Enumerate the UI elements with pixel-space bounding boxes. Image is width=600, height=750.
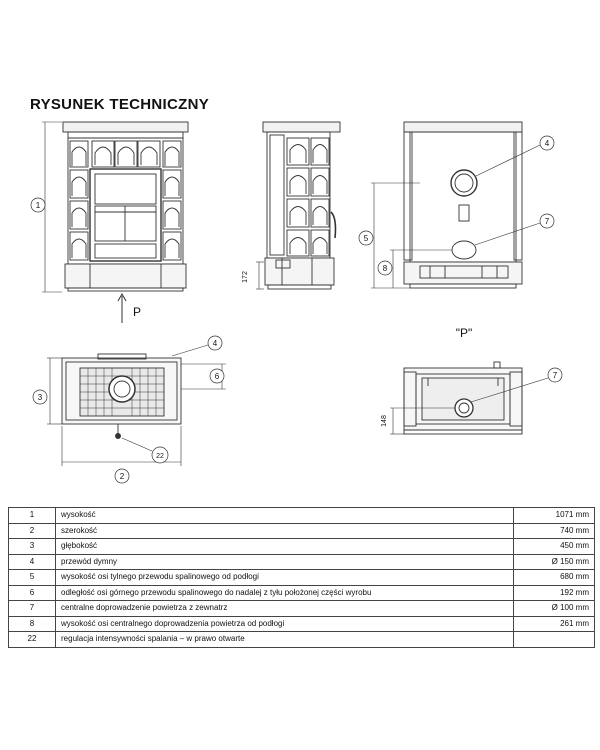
callout-2: 2 [114, 468, 130, 484]
table-row: 8 wysokość osi centralnego doprowadzenia… [8, 615, 595, 632]
svg-text:4: 4 [545, 139, 550, 148]
svg-text:6: 6 [215, 372, 220, 381]
row-description: przewód dymny [55, 553, 514, 570]
callout-4-rear: 4 [539, 135, 555, 151]
table-row: 6 odległość osi górnego przewodu spalino… [8, 584, 595, 601]
row-description: wysokość osi tylnego przewodu spalinoweg… [55, 569, 514, 586]
table-row: 1 wysokość 1071 mm [8, 507, 595, 524]
row-value: 450 mm [513, 538, 595, 555]
side-view [256, 121, 341, 290]
table-row: 7 centralne doprowadzenie powietrza z ze… [8, 600, 595, 617]
svg-text:8: 8 [383, 264, 388, 273]
row-value: 192 mm [513, 584, 595, 601]
callout-8: 8 [377, 260, 393, 276]
row-description: odległość osi górnego przewodu spalinowe… [55, 584, 514, 601]
svg-text:22: 22 [156, 453, 164, 460]
technical-drawing: 1 4 7 5 8 172 P "P" 4 6 3 [30, 121, 563, 484]
row-number: 5 [8, 569, 56, 586]
row-number: 2 [8, 522, 56, 539]
svg-text:7: 7 [553, 371, 558, 380]
row-description: wysokość [55, 507, 514, 524]
row-number: 6 [8, 584, 56, 601]
view-p-label: "P" [456, 326, 473, 340]
rear-view [371, 121, 541, 289]
callout-1: 1 [30, 197, 46, 213]
arrow-p-label: P [133, 305, 141, 319]
callout-6: 6 [209, 368, 225, 384]
front-view [42, 121, 189, 323]
row-value: 740 mm [513, 522, 595, 539]
callout-3: 3 [32, 389, 48, 405]
row-description: centralne doprowadzenie powietrza z zewn… [55, 600, 514, 617]
callout-7-bottom: 7 [547, 367, 563, 383]
table-row: 2 szerokość 740 mm [8, 522, 595, 539]
row-value: 680 mm [513, 569, 595, 586]
table-row: 22 regulacja intensywności spalania – w … [8, 631, 595, 648]
row-value: Ø 150 mm [513, 553, 595, 570]
callouts: 1 4 7 5 8 172 P "P" 4 6 3 [30, 135, 563, 484]
row-description: regulacja intensywności spalania – w pra… [55, 631, 514, 648]
row-description: głębokość [55, 538, 514, 555]
table-row: 3 głębokość 450 mm [8, 538, 595, 555]
bottom-view [390, 361, 549, 435]
row-number: 1 [8, 507, 56, 524]
callout-22: 22 [151, 446, 169, 464]
svg-text:2: 2 [120, 472, 125, 481]
table-row: 4 przewód dymny Ø 150 mm [8, 553, 595, 570]
top-view [47, 344, 226, 466]
row-number: 8 [8, 615, 56, 632]
table-row: 5 wysokość osi tylnego przewodu spalinow… [8, 569, 595, 586]
svg-text:5: 5 [364, 234, 369, 243]
row-number: 22 [8, 631, 56, 648]
row-description: szerokość [55, 522, 514, 539]
callout-4-top: 4 [207, 335, 223, 351]
row-number: 3 [8, 538, 56, 555]
dimension-148: 148 [381, 415, 388, 427]
callout-5: 5 [358, 230, 374, 246]
row-value [513, 631, 595, 648]
row-value: 261 mm [513, 615, 595, 632]
spec-table: 1 wysokość 1071 mm 2 szerokość 740 mm 3 … [8, 507, 595, 648]
svg-text:7: 7 [545, 217, 550, 226]
row-number: 4 [8, 553, 56, 570]
svg-text:1: 1 [36, 201, 41, 210]
dimension-172: 172 [242, 271, 249, 283]
callout-7-rear: 7 [539, 213, 555, 229]
drawing-title: RYSUNEK TECHNICZNY [30, 96, 210, 113]
row-description: wysokość osi centralnego doprowadzenia p… [55, 615, 514, 632]
svg-text:3: 3 [38, 393, 43, 402]
svg-text:4: 4 [213, 339, 218, 348]
row-number: 7 [8, 600, 56, 617]
row-value: Ø 100 mm [513, 600, 595, 617]
row-value: 1071 mm [513, 507, 595, 524]
